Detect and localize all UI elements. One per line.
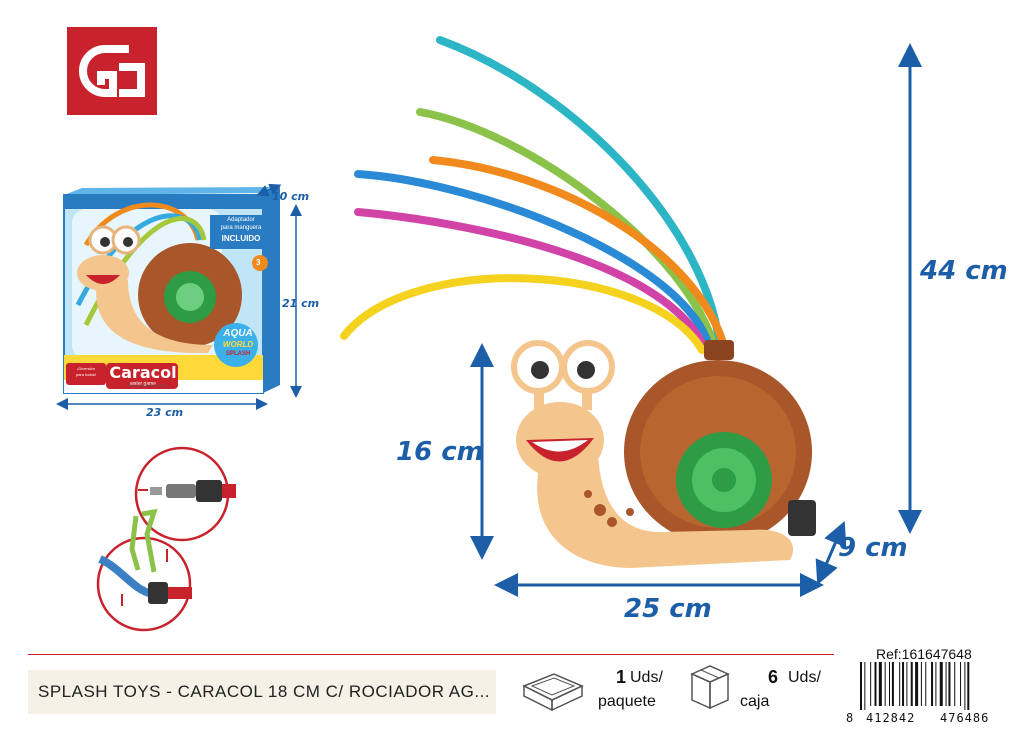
box-qty: 6 [768,667,779,687]
brand-logo [67,27,157,115]
product-ref: Ref:161647648 [876,646,972,662]
package-box-graphic [63,187,280,394]
box-fun-line1: ¡Diversión [76,366,95,371]
box-adapter-line1: Adaptador [227,217,255,223]
body-height-label: 16 cm [396,437,484,467]
pack-unit: Uds/ [630,669,663,686]
box-icon [688,662,732,712]
box-adapter-line2: para manguera [220,225,262,231]
box-unit: Uds/ [788,669,821,686]
barcode-right-digits: 476486 [940,711,990,725]
package-tray-icon [520,668,584,712]
adapter-graphic [96,446,236,632]
barcode-first-digit: 8 [846,711,855,725]
total-height-label: 44 cm [920,256,1008,286]
box-adapter-line3: INCLUIDO [221,234,261,243]
product-title: SPLASH TOYS - CARACOL 18 CM C/ ROCIADOR … [38,682,491,701]
depth-line [815,520,847,586]
box-aqua-line2: WORLD [222,340,254,349]
box-aqua-line1: AQUA [223,328,253,339]
brand-logo-mark [78,45,145,97]
snail-sprinkler-graphic [340,36,816,568]
product-image [330,32,830,580]
box-width-label: 23 cm [146,406,184,419]
box-height-label: 21 cm [282,297,320,310]
adapter-illustration [92,444,242,634]
barcode [858,662,1008,710]
footer-divider [28,654,834,655]
pack-qty: 1 [616,667,627,687]
box-age-badge: 3 [256,258,261,267]
box-bottom-note: ROCIADOR DE AGUA [127,383,169,388]
product-title-box: SPLASH TOYS - CARACOL 18 CM C/ ROCIADOR … [28,670,496,714]
depth-label: 9 cm [838,533,908,563]
box-depth-label: 10 cm [272,190,310,203]
length-label: 25 cm [624,594,712,624]
box-brand-sub: water game [129,381,157,387]
package-box-image: Caracol water game Adaptador para mangue… [58,185,288,400]
box-depth-line [256,183,282,197]
box-fun-line2: para todos! [75,372,96,377]
barcode-left-digits: 412842 [866,711,916,725]
box-splash: SPLASH [226,351,251,357]
pack-label: paquete [598,693,656,710]
box-label: caja [740,693,770,710]
box-brand-name: Caracol [109,363,177,382]
